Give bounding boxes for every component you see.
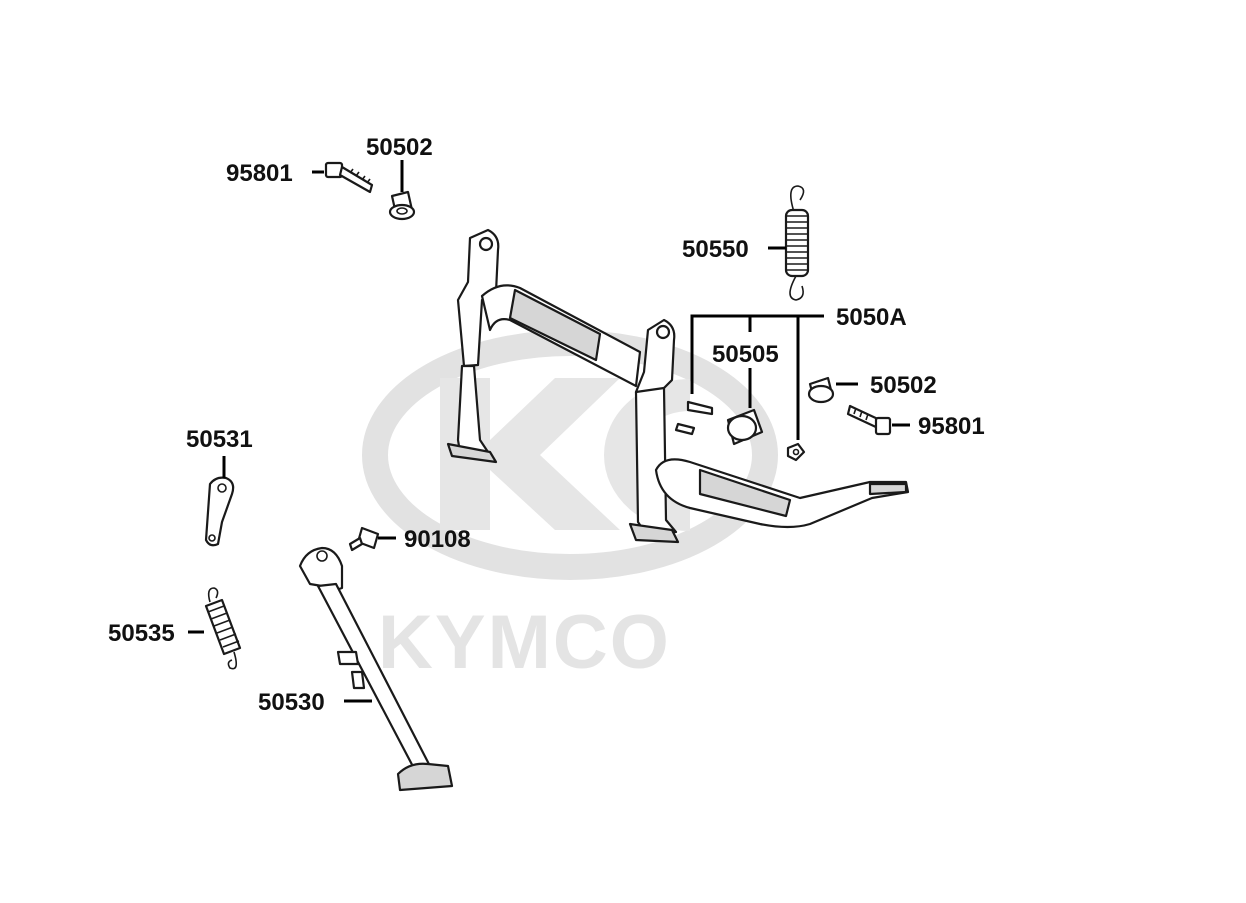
bolt-top-left-icon [324,161,374,194]
main-stand-icon [446,228,910,544]
collar-right-icon [807,376,835,404]
label-50550: 50550 [682,236,749,263]
label-50535: 50535 [108,620,175,647]
watermark-k-icon [440,378,620,530]
label-50505: 50505 [712,341,779,368]
label-95801-right: 95801 [918,413,985,440]
bolt-right-icon [846,404,892,436]
collar-top-left-icon [388,190,416,221]
nut-icon [786,442,806,462]
leader-5050A [690,314,824,440]
side-stand-plate-icon [204,476,235,547]
bolt-side-stand-icon [348,526,380,552]
label-50502-right: 50502 [870,372,937,399]
stopper-rubber-icon [726,408,764,446]
spring-side-stand-icon [204,587,242,670]
label-90108: 90108 [404,526,471,553]
label-95801-top: 95801 [226,160,293,187]
label-5050A: 5050A [836,304,907,331]
label-50502-top: 50502 [366,134,433,161]
kymco-watermark: KYMCO [362,330,778,685]
spring-main-stand-icon [784,185,810,301]
side-stand-icon [298,546,454,792]
label-50530: 50530 [258,689,325,716]
watermark-text: KYMCO [378,600,671,685]
label-50531: 50531 [186,426,253,453]
